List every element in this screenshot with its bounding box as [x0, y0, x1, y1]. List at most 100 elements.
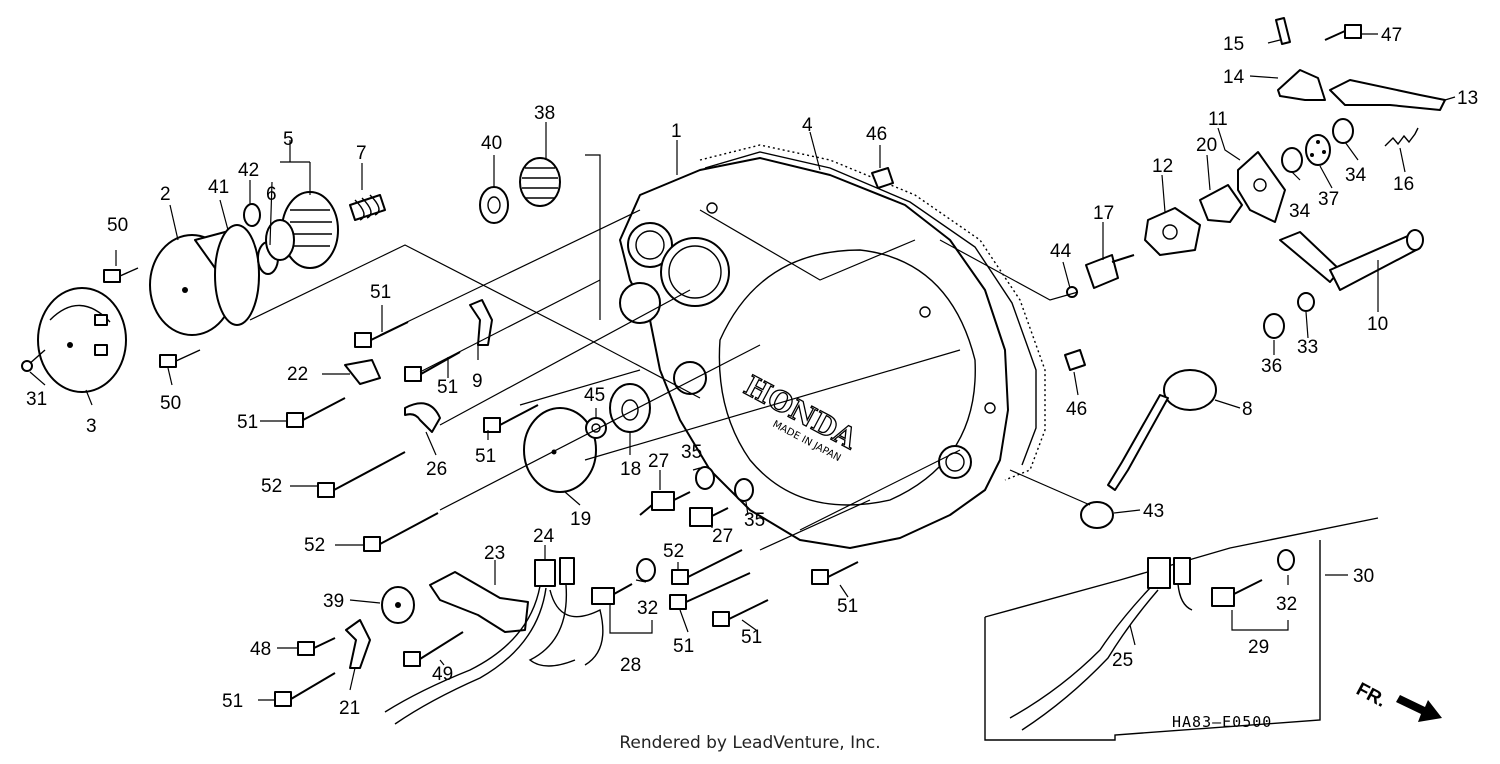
- filter-spring[interactable]: [349, 194, 386, 221]
- callout-51-h[interactable]: 51: [222, 691, 243, 712]
- switch-28[interactable]: [591, 583, 633, 605]
- crankcase-cover[interactable]: HONDA MADE IN JAPAN: [619, 157, 1009, 549]
- spring-16[interactable]: [1384, 127, 1419, 147]
- bolt-50-lower[interactable]: [159, 349, 201, 368]
- callout-24[interactable]: 24: [533, 526, 555, 547]
- callout-15[interactable]: 15: [1223, 34, 1244, 55]
- bolt-51-b[interactable]: [404, 351, 461, 382]
- callout-34-right[interactable]: 34: [1345, 165, 1367, 186]
- bushing-36[interactable]: [1263, 313, 1285, 339]
- callout-3[interactable]: 3: [86, 416, 97, 437]
- clamp-26[interactable]: [404, 402, 441, 433]
- stay-22[interactable]: [344, 359, 381, 385]
- callout-25[interactable]: 25: [1112, 650, 1133, 671]
- clamp-21[interactable]: [345, 619, 371, 669]
- clutch-lever-10[interactable]: [1279, 229, 1424, 291]
- oil-filter-rotor[interactable]: [265, 191, 339, 269]
- bolt-47[interactable]: [1324, 24, 1362, 41]
- callout-48[interactable]: 48: [250, 639, 271, 660]
- callout-52-b[interactable]: 52: [304, 535, 325, 556]
- callout-46-lower[interactable]: 46: [1066, 399, 1087, 420]
- callout-12[interactable]: 12: [1152, 156, 1173, 177]
- callout-43[interactable]: 43: [1143, 501, 1164, 522]
- lever-13[interactable]: [1329, 79, 1446, 111]
- callout-8[interactable]: 8: [1242, 399, 1253, 420]
- callout-11[interactable]: 11: [1208, 109, 1228, 130]
- switch-27-lower[interactable]: [689, 507, 729, 527]
- cap-18[interactable]: [609, 383, 651, 433]
- bolt-51-d[interactable]: [483, 404, 539, 433]
- callout-38[interactable]: 38: [534, 103, 555, 124]
- callout-28[interactable]: 28: [620, 655, 641, 676]
- callout-30[interactable]: 30: [1353, 566, 1374, 587]
- callout-19[interactable]: 19: [570, 509, 591, 530]
- bracket-23[interactable]: [429, 571, 529, 633]
- callout-26[interactable]: 26: [426, 459, 447, 480]
- bolt-51-f[interactable]: [712, 599, 769, 627]
- thrust-bearing-37[interactable]: [1305, 134, 1331, 166]
- callout-16[interactable]: 16: [1393, 174, 1414, 195]
- harness-24[interactable]: [384, 557, 604, 725]
- cover-gasket[interactable]: [699, 144, 1046, 481]
- plate-12[interactable]: [1144, 207, 1201, 256]
- callout-50-upper[interactable]: 50: [107, 215, 128, 236]
- callout-17[interactable]: 17: [1093, 203, 1114, 224]
- dowel-pin-46-upper[interactable]: [871, 167, 894, 189]
- callout-44[interactable]: 44: [1050, 241, 1072, 262]
- lifter-plate-11[interactable]: [1237, 151, 1286, 223]
- callout-27-lower[interactable]: 27: [712, 526, 733, 547]
- screw-31[interactable]: [21, 349, 46, 372]
- washer-32-left[interactable]: [636, 558, 656, 582]
- callout-51-f[interactable]: 51: [741, 627, 762, 648]
- callout-46-upper[interactable]: 46: [866, 124, 887, 145]
- callout-22[interactable]: 22: [287, 364, 308, 385]
- callout-20[interactable]: 20: [1196, 135, 1217, 156]
- callout-51-d[interactable]: 51: [475, 446, 496, 467]
- inset-switch-29[interactable]: [1211, 579, 1263, 607]
- cam-20[interactable]: [1199, 184, 1243, 223]
- callout-51-c[interactable]: 51: [237, 412, 258, 433]
- callout-41[interactable]: 41: [208, 177, 229, 198]
- callout-40[interactable]: 40: [481, 133, 502, 154]
- bolt-51-g[interactable]: [811, 561, 859, 585]
- callout-4[interactable]: 4: [802, 115, 813, 136]
- bolt-51-c[interactable]: [286, 397, 346, 428]
- inset-harness-25[interactable]: [1009, 557, 1193, 731]
- collar-small[interactable]: [243, 203, 261, 227]
- callout-14[interactable]: 14: [1223, 67, 1245, 88]
- callout-35-upper[interactable]: 35: [681, 442, 702, 463]
- callout-51-b[interactable]: 51: [437, 377, 458, 398]
- dowel-pin-46-lower[interactable]: [1064, 349, 1086, 371]
- callout-51-g[interactable]: 51: [837, 596, 858, 617]
- bolt-50-upper[interactable]: [103, 267, 139, 283]
- callout-6[interactable]: 6: [266, 184, 277, 205]
- washer-34-right[interactable]: [1332, 118, 1354, 144]
- nut-45[interactable]: [585, 417, 607, 439]
- callout-51-a[interactable]: 51: [370, 282, 391, 303]
- oil-filler-cap-8[interactable]: [1107, 369, 1217, 491]
- oil-filter-outer-cover[interactable]: [37, 287, 127, 393]
- callout-2[interactable]: 2: [160, 184, 171, 205]
- callout-50-lower[interactable]: 50: [160, 393, 181, 414]
- callout-33[interactable]: 33: [1297, 337, 1318, 358]
- washer-44[interactable]: [1066, 286, 1078, 298]
- oil-seal[interactable]: [479, 186, 509, 224]
- callout-29[interactable]: 29: [1248, 637, 1269, 658]
- callout-21[interactable]: 21: [339, 698, 360, 719]
- bolt-51-e[interactable]: [669, 572, 751, 610]
- inset-washer-32[interactable]: [1277, 549, 1295, 571]
- bolt-49[interactable]: [403, 631, 464, 667]
- switch-27-upper[interactable]: [639, 491, 691, 516]
- callout-32-inset[interactable]: 32: [1276, 594, 1297, 615]
- bracket-14[interactable]: [1277, 69, 1326, 101]
- bolt-52-c[interactable]: [671, 549, 743, 585]
- pin-15[interactable]: [1275, 17, 1291, 45]
- callout-5[interactable]: 5: [283, 129, 294, 150]
- oil-pass-cover-19[interactable]: [523, 407, 597, 493]
- callout-32-left[interactable]: 32: [637, 598, 658, 619]
- callout-45[interactable]: 45: [584, 385, 605, 406]
- needle-bearing[interactable]: [519, 157, 561, 207]
- washer-35-lower[interactable]: [734, 478, 754, 502]
- callout-9[interactable]: 9: [472, 371, 483, 392]
- callout-35-lower[interactable]: 35: [744, 510, 765, 531]
